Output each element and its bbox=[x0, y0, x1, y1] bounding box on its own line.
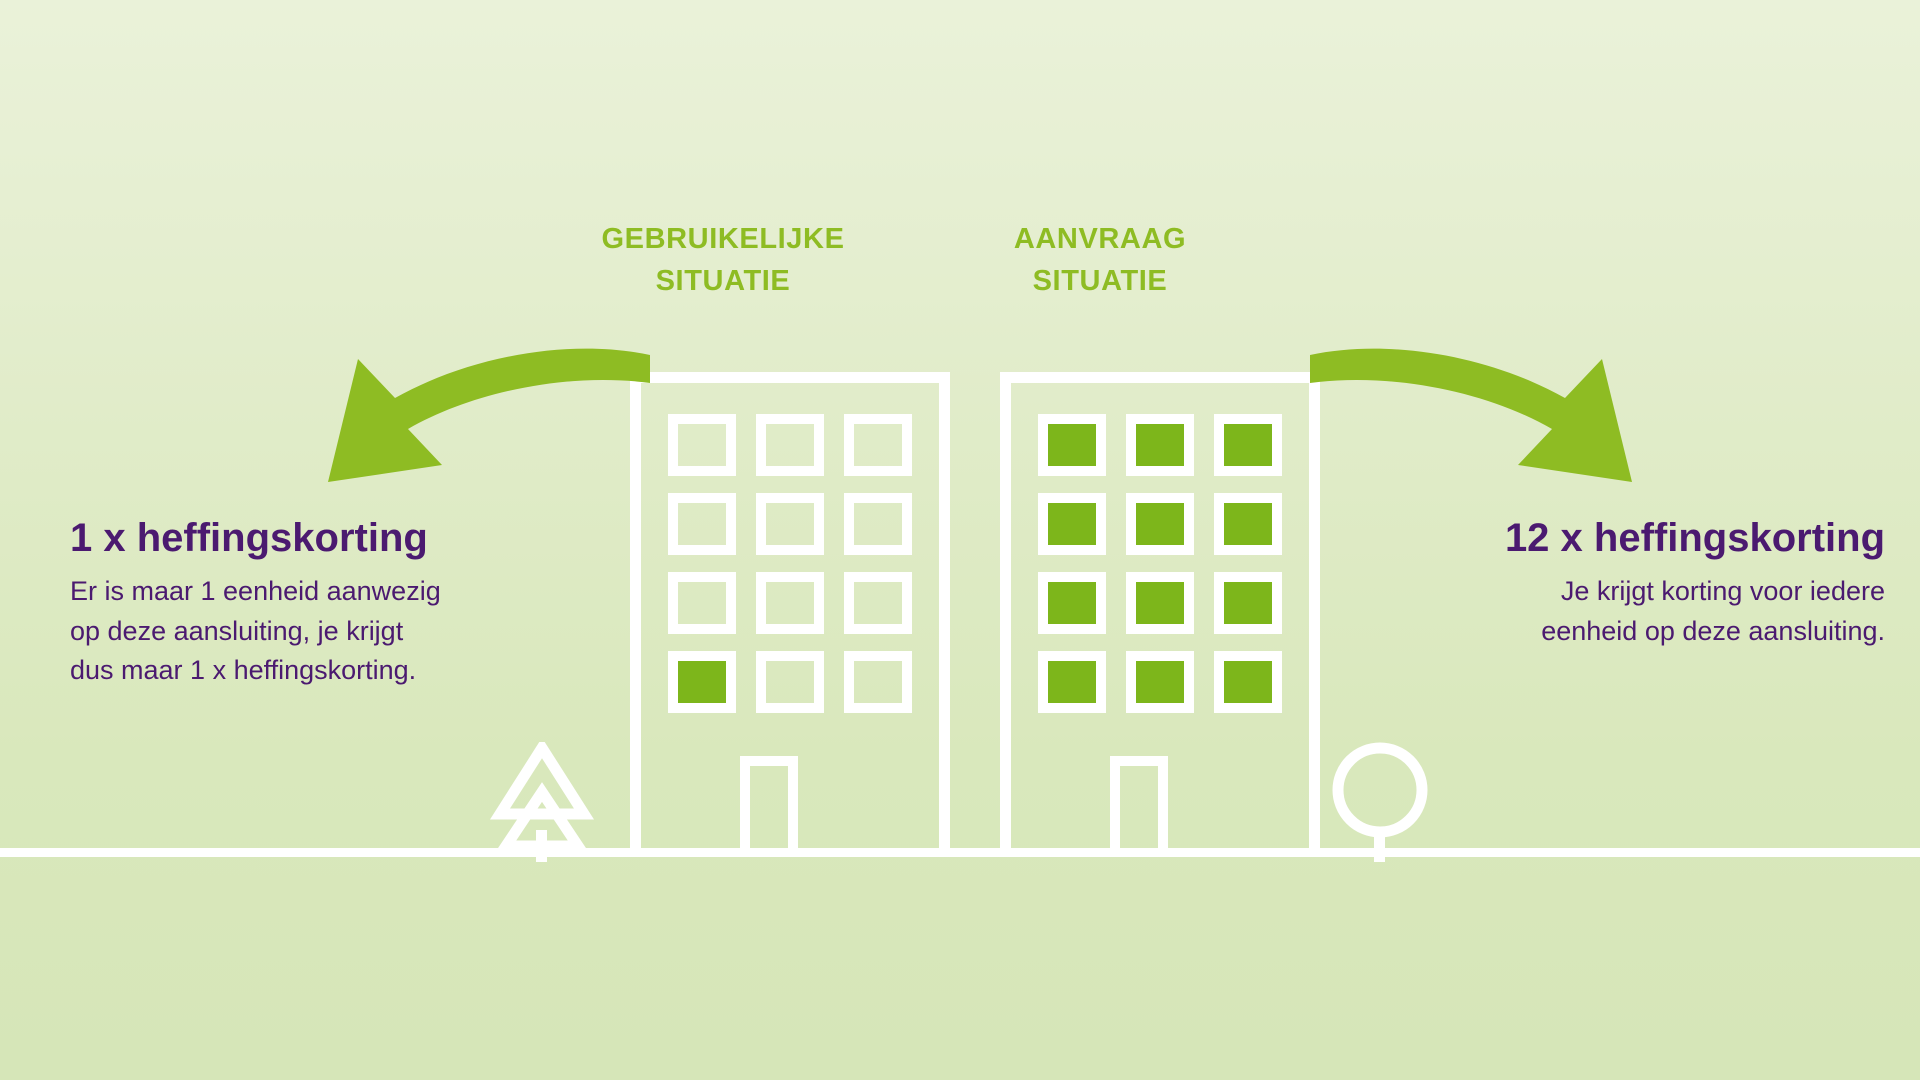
window-unit bbox=[756, 414, 824, 476]
window-unit bbox=[844, 493, 912, 555]
column-header-aanvraag-line2: SITUATIE bbox=[1032, 265, 1168, 298]
window-unit-lit bbox=[1214, 572, 1282, 634]
window-unit bbox=[756, 572, 824, 634]
callout-left-body-line3: dus maar 1 x heffingskorting. bbox=[70, 655, 417, 685]
window-unit bbox=[668, 572, 736, 634]
window-unit-lit bbox=[1038, 572, 1106, 634]
column-header-aanvraag: AANVRAAG SITUATIE bbox=[950, 218, 1250, 303]
building-door bbox=[740, 756, 798, 856]
column-header-gebruikelijke: GEBRUIKELIJKE SITUATIE bbox=[558, 218, 888, 303]
aanvraag-situatie-building bbox=[1000, 372, 1320, 856]
callout-left-body-line1: Er is maar 1 eenheid aanwezig bbox=[70, 576, 441, 607]
callout-left-title: 1 x heffingskorting bbox=[70, 516, 428, 560]
callout-right-title: 12 x heffingskorting bbox=[1504, 516, 1885, 560]
pine-tree-icon bbox=[482, 737, 602, 862]
callout-left: 1 x heffingskorting Er is maar 1 eenheid… bbox=[70, 515, 570, 690]
window-unit-lit bbox=[1214, 493, 1282, 555]
column-header-gebruikelijke-line2: SITUATIE bbox=[655, 265, 791, 298]
building-door bbox=[1110, 756, 1168, 856]
building-outline bbox=[1000, 372, 1320, 856]
window-unit bbox=[844, 572, 912, 634]
callout-right: 12 x heffingskorting Je krijgt korting v… bbox=[1365, 515, 1885, 651]
window-unit-lit bbox=[1038, 651, 1106, 713]
window-unit-lit bbox=[1126, 493, 1194, 555]
callout-left-body: Er is maar 1 eenheid aanwezig op deze aa… bbox=[70, 572, 570, 690]
window-unit-lit bbox=[668, 651, 736, 713]
curved-arrow-down-left-icon bbox=[320, 330, 650, 495]
window-unit-lit bbox=[1126, 414, 1194, 476]
window-unit-lit bbox=[1038, 414, 1106, 476]
window-unit-lit bbox=[1126, 651, 1194, 713]
callout-right-body: Je krijgt korting voor iedere eenheid op… bbox=[1365, 572, 1885, 651]
callout-right-body-line2: eenheid op deze aansluiting. bbox=[1541, 615, 1885, 646]
curved-arrow-down-right-icon bbox=[1310, 330, 1640, 495]
round-tree-icon bbox=[1322, 738, 1442, 862]
column-header-gebruikelijke-line1: GEBRUIKELIJKE bbox=[601, 223, 845, 255]
window-grid-right bbox=[1038, 414, 1282, 713]
building-outline bbox=[630, 372, 950, 856]
window-grid-left bbox=[668, 414, 912, 713]
window-unit-lit bbox=[1038, 493, 1106, 555]
window-unit bbox=[668, 414, 736, 476]
window-unit bbox=[756, 651, 824, 713]
callout-left-body-line2: op deze aansluiting, je krijgt bbox=[70, 615, 404, 646]
window-unit bbox=[668, 493, 736, 555]
window-unit bbox=[844, 651, 912, 713]
window-unit bbox=[756, 493, 824, 555]
window-unit-lit bbox=[1214, 651, 1282, 713]
column-header-aanvraag-line1: AANVRAAG bbox=[1013, 223, 1187, 255]
window-unit bbox=[844, 414, 912, 476]
window-unit-lit bbox=[1214, 414, 1282, 476]
callout-right-body-line1: Je krijgt korting voor iedere bbox=[1560, 576, 1885, 607]
gebruikelijke-situatie-building bbox=[630, 372, 950, 856]
ground-line bbox=[0, 848, 1920, 857]
window-unit-lit bbox=[1126, 572, 1194, 634]
